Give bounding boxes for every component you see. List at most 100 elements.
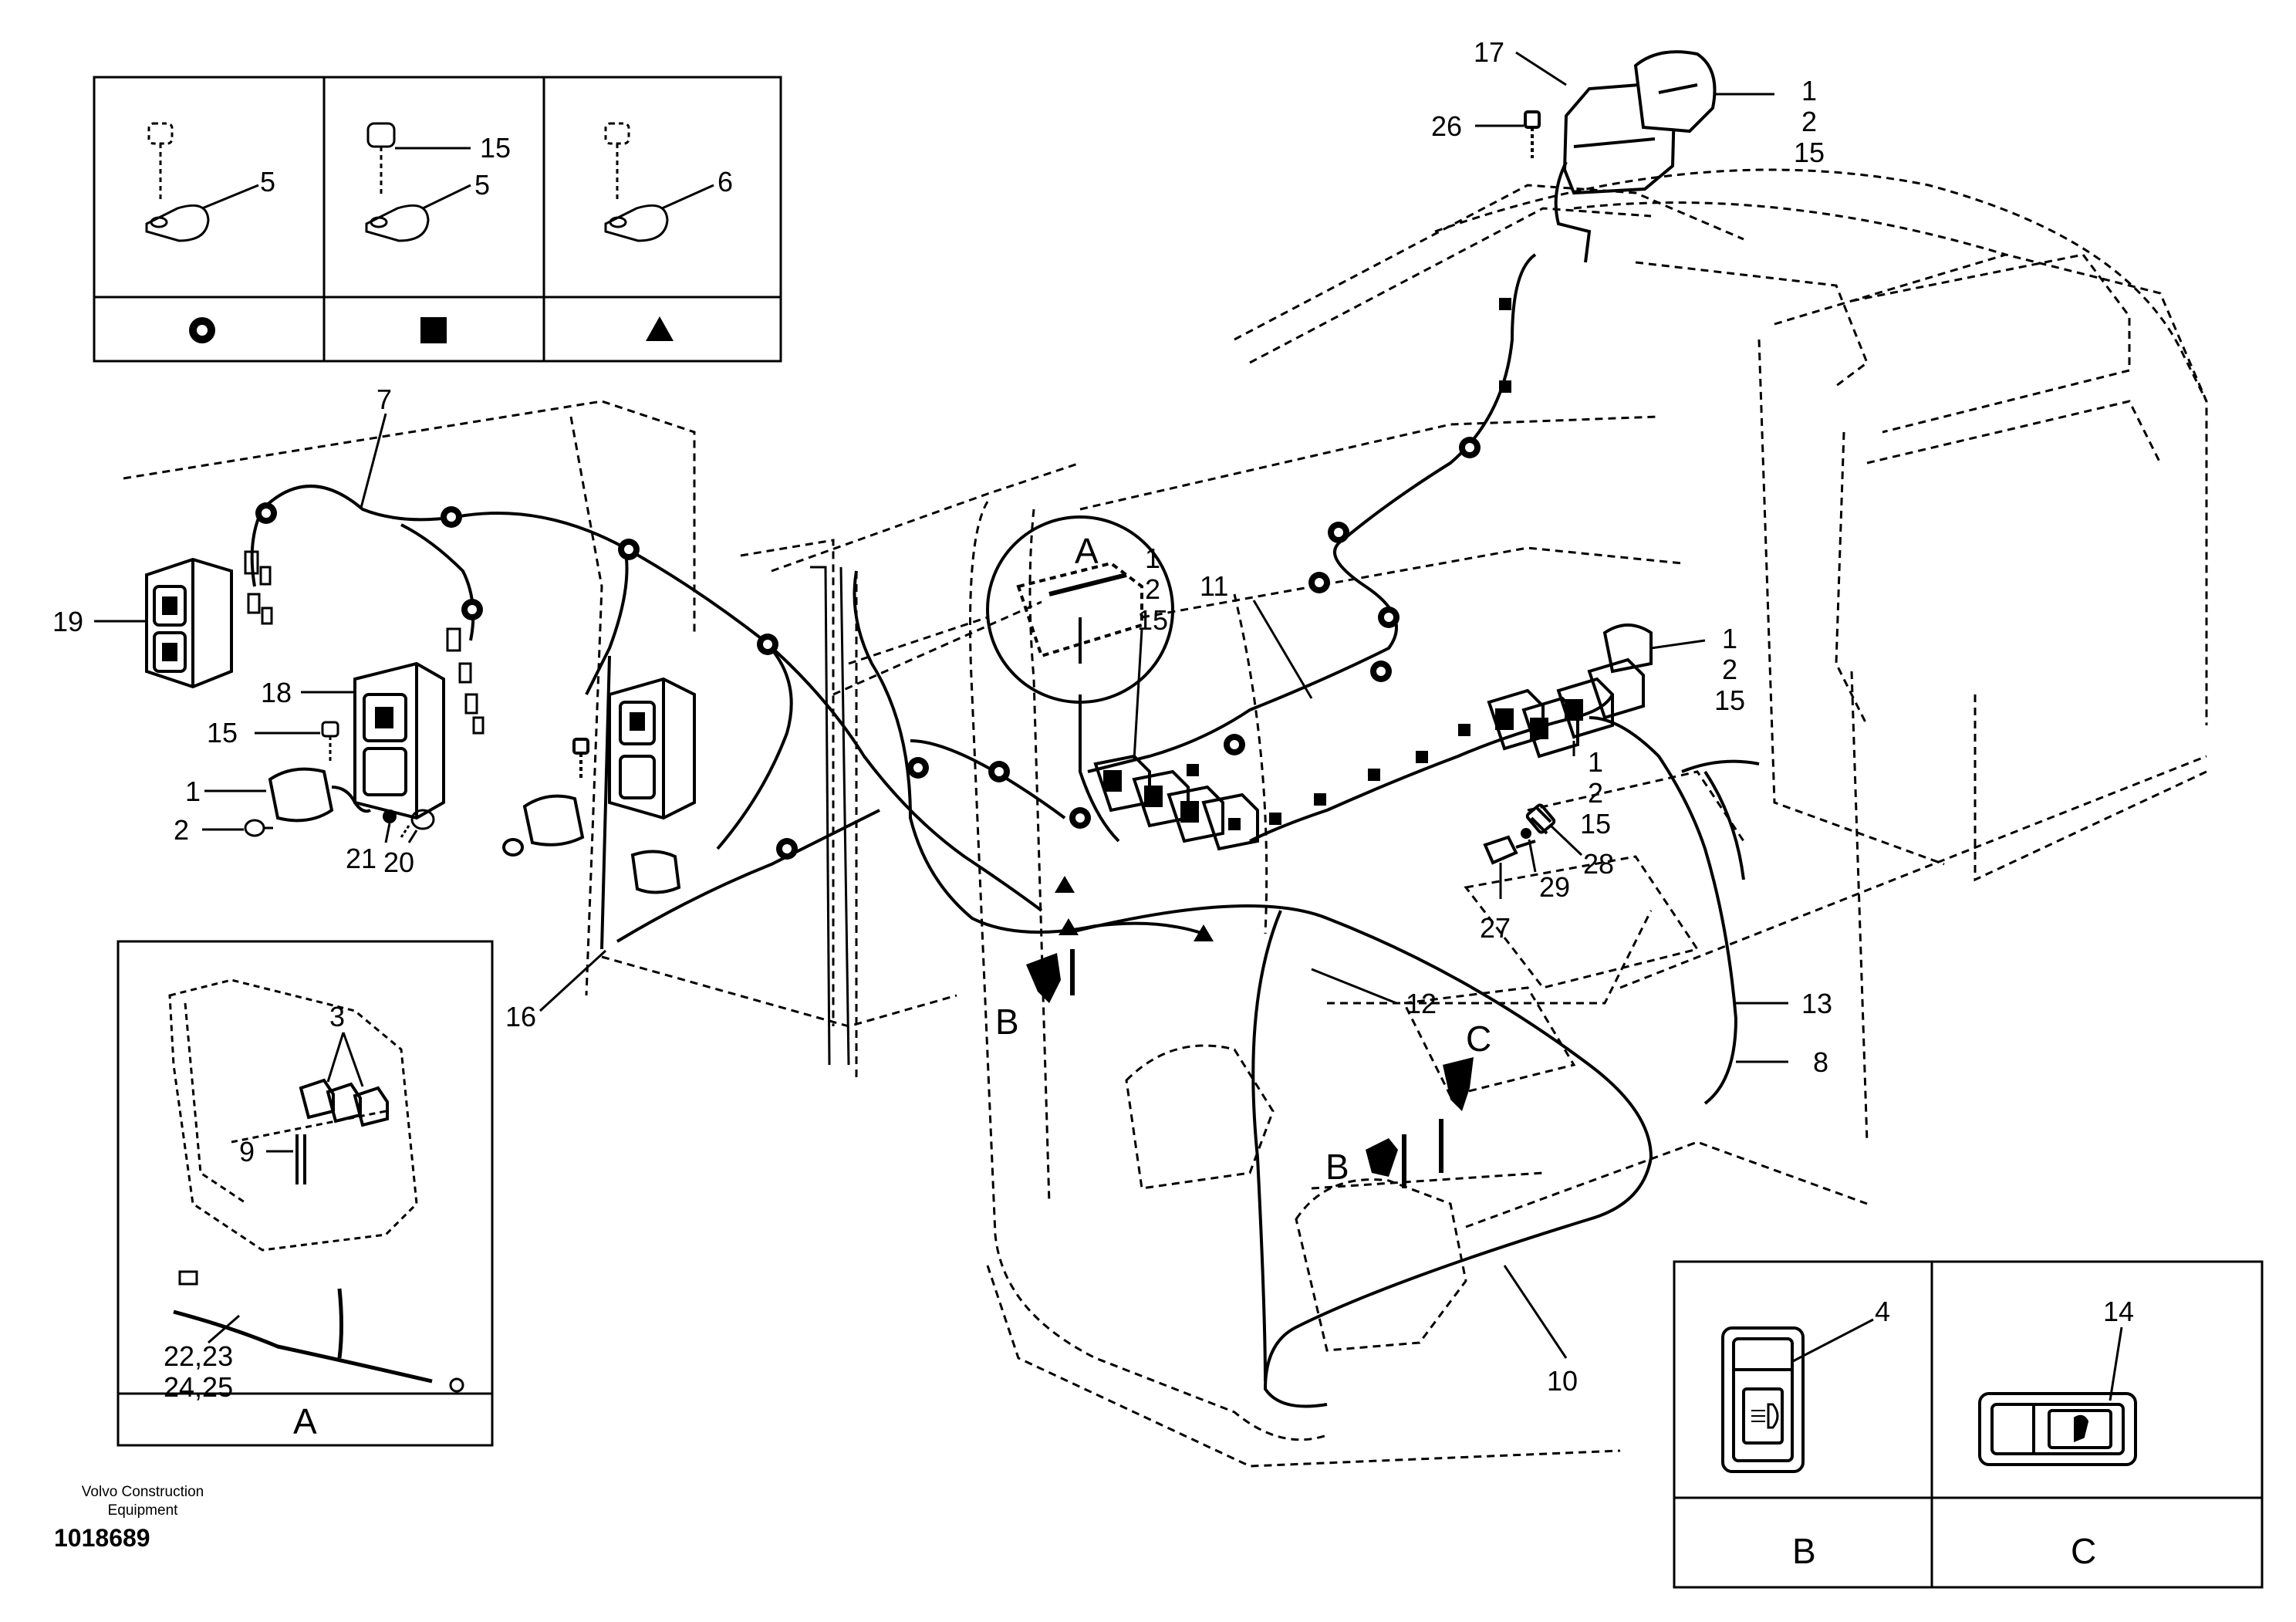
detail-a-drawing [168,978,464,1393]
legend-cell-2: 15 5 [365,122,511,343]
detail-b-callout-4: 4 [1875,1296,1890,1327]
detail-c-callout-14: 14 [2103,1296,2134,1327]
rear-work-lamp-assembly [1524,50,1717,263]
switch-28 [1525,803,1556,835]
relay-cluster-center [1093,754,1259,851]
lamp-housing-17 [1562,81,1676,195]
legend-callout-5b: 5 [474,169,490,201]
view-c-arrow [1439,1057,1474,1173]
company-name: Volvo Construction Equipment [54,1483,231,1520]
callout-18: 18 [261,677,292,708]
callout-1-rb: 1 [1588,746,1603,778]
callout-19: 19 [52,606,83,637]
callout-11: 11 [1200,570,1228,602]
drawing-number: 1018689 [54,1524,150,1552]
callout-2-top: 2 [1801,106,1817,137]
harness-connectors [244,550,485,735]
callout-10: 10 [1547,1365,1578,1397]
callout-1-mid: 1 [1145,542,1160,574]
frame-mounted-switch-box [608,677,696,820]
detail-a-callout-24-25: 24,25 [164,1371,233,1403]
lamp-1-left [268,767,371,823]
switch-panel-18 [353,661,445,820]
detail-b-caption: B [1792,1531,1816,1571]
callout-15-rb: 15 [1580,808,1611,840]
view-a-magnifier [986,515,1174,704]
nut-29 [1521,828,1531,839]
callout-15-mid: 15 [1137,604,1168,636]
callout-27: 27 [1480,912,1511,944]
p-clip-icon [604,204,669,242]
legend-callout-15: 15 [480,132,511,164]
view-c-label: C [1466,1019,1491,1059]
callout-17: 17 [1474,36,1504,68]
detail-a-box [116,940,494,1447]
callout-21: 21 [346,843,376,874]
legend-cell-3: 6 [604,122,733,341]
p-clip-icon [365,204,430,242]
nut-21 [383,809,397,823]
clamp-markers-circle [255,437,1481,860]
callout-20: 20 [383,846,414,878]
bolt-icon [604,122,630,201]
clamp-markers-triangle [1055,876,1214,941]
callout-16: 16 [505,1001,536,1032]
machine-frame-outline [123,168,2208,1468]
callout-15-right: 15 [1714,684,1745,716]
callout-12: 12 [1406,988,1437,1019]
callout-2-rb: 2 [1588,777,1603,809]
legend-cell-1: 5 [145,122,275,343]
legend-callout-6: 6 [718,166,733,198]
callout-15-top: 15 [1794,137,1825,168]
callout-28: 28 [1583,848,1614,880]
legend-callout-5a: 5 [260,166,275,198]
callout-13: 13 [1801,988,1832,1019]
lamp-head [1633,50,1717,133]
screw-15-left [321,721,339,764]
detail-bc-box [1673,1260,2264,1589]
frame-mounted-lamp [502,738,681,894]
callout-1-left: 1 [185,776,201,807]
callout-7: 7 [376,384,392,415]
screw-26 [1524,110,1541,129]
rocker-switch-14 [1978,1392,2137,1466]
bulb-2-left [244,819,273,837]
p-clip-icon [145,204,210,242]
circle-symbol-icon [189,317,215,343]
detail-a-callout-9: 9 [239,1136,255,1168]
detail-c-caption: C [2071,1531,2096,1571]
screw-20 [400,809,435,838]
view-b-label-upper: B [995,1002,1019,1042]
rocker-switch-4 [1721,1326,1805,1473]
callout-29: 29 [1539,871,1570,903]
callout-2-mid: 2 [1145,573,1160,605]
company-name-line1: Volvo Construction [81,1484,204,1500]
detail-a-callout-3: 3 [329,1001,345,1032]
wiring-harness [250,253,1760,1408]
view-b-arrow-upper [1026,949,1075,1003]
frame-solid-lines [810,566,850,1066]
callout-26: 26 [1431,110,1462,142]
callout-1-right: 1 [1722,623,1737,654]
legend-table [93,76,782,363]
callout-2-left: 2 [174,814,189,846]
view-a-label: A [1075,531,1099,571]
switch-panel-19 [145,557,233,689]
square-symbol-icon [420,317,447,343]
relay-cluster-right [1487,623,1653,759]
callout-2-right: 2 [1722,654,1737,685]
clamp-markers-square [1187,298,1511,830]
bolt-icon [147,122,174,201]
detail-a-callout-22-23: 22,23 [164,1340,233,1372]
callout-15-left: 15 [207,717,238,748]
detail-a-caption: A [293,1401,317,1441]
callout-1-top: 1 [1801,75,1817,106]
callout-8: 8 [1813,1046,1828,1078]
view-b-label-lower: B [1325,1147,1349,1187]
view-b-arrow-lower [1366,1134,1406,1188]
triangle-symbol-icon [646,316,674,341]
bolt-icon [366,122,396,197]
sensor-27 [1483,835,1536,865]
company-name-line2: Equipment [107,1502,178,1519]
